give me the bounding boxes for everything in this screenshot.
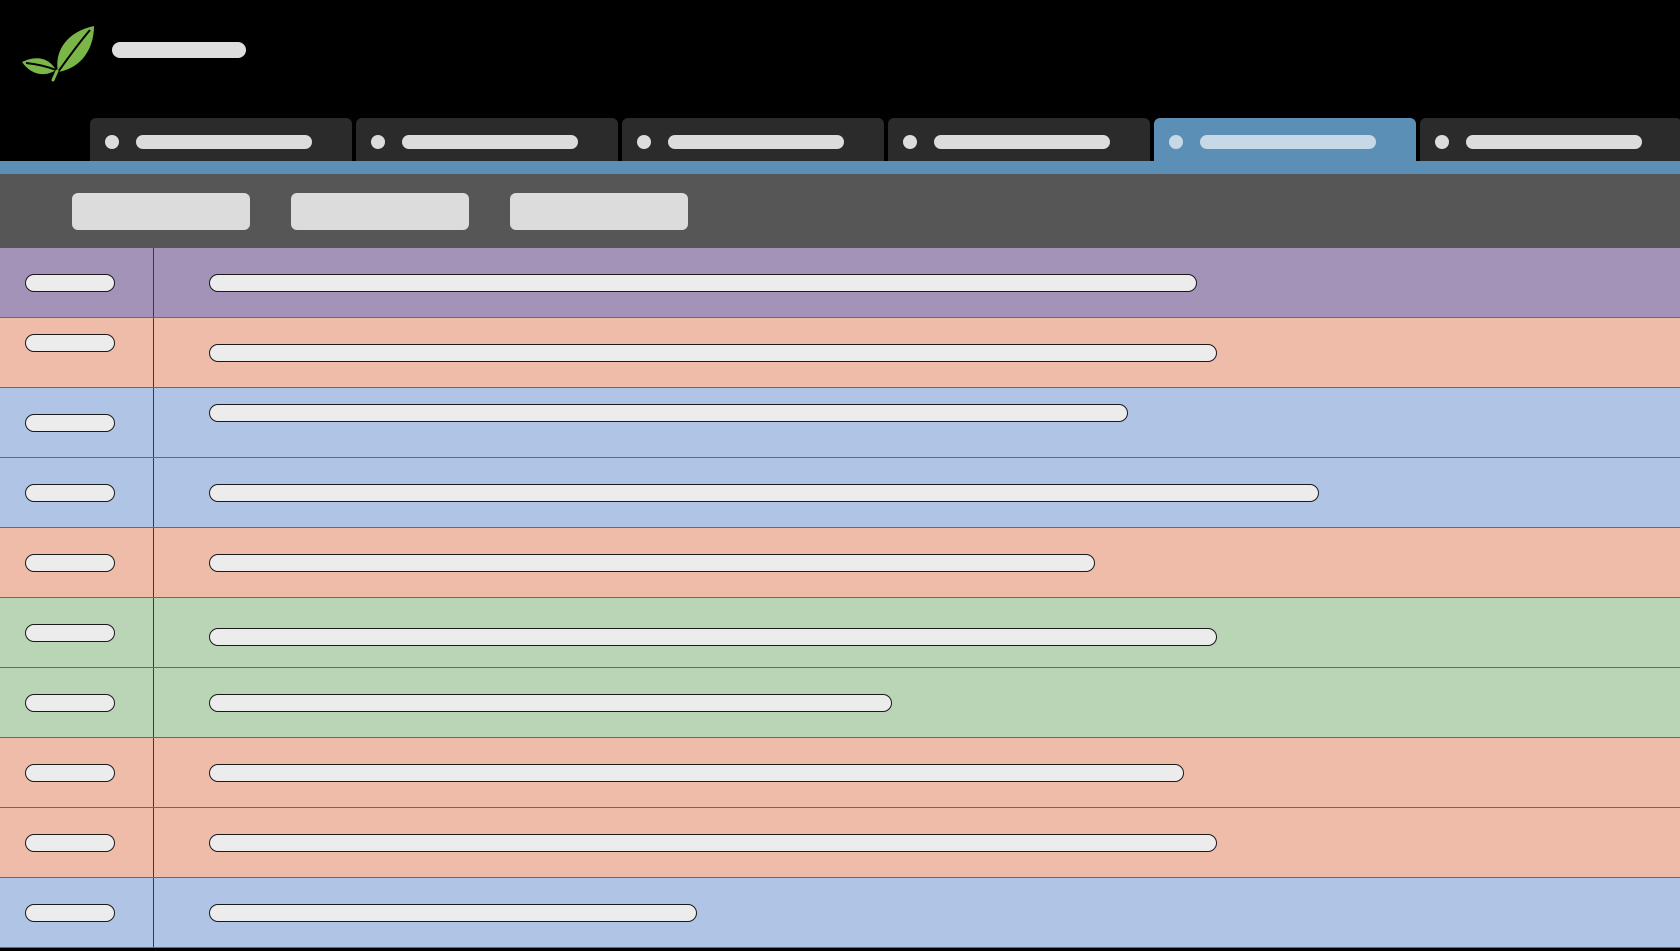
- tab-2[interactable]: [356, 118, 618, 161]
- list-item[interactable]: [0, 528, 1680, 598]
- row-text-content: [210, 629, 211, 630]
- list-item[interactable]: [0, 738, 1680, 808]
- toolbar-button-2[interactable]: [291, 193, 469, 230]
- toolbar-button-2-label: [380, 212, 381, 213]
- toolbar-button-3[interactable]: [510, 193, 688, 230]
- row-text: [209, 628, 1217, 646]
- row-tag-text: [26, 485, 27, 486]
- list-item[interactable]: [0, 808, 1680, 878]
- tab-accent-bar: [0, 161, 1680, 174]
- row-text: [209, 484, 1319, 502]
- row-text-content: [210, 765, 211, 766]
- row-tag-text: [26, 835, 27, 836]
- row-tag: [25, 554, 115, 572]
- app-header: [0, 0, 1680, 118]
- tab-label-text: [934, 135, 935, 136]
- column-divider: [153, 738, 154, 807]
- tab-6[interactable]: [1420, 118, 1680, 161]
- row-tag-text: [26, 905, 27, 906]
- column-divider: [153, 318, 154, 387]
- app-title: [112, 42, 246, 58]
- row-tag: [25, 414, 115, 432]
- row-text-content: [210, 345, 211, 346]
- tab-label-text: [1466, 135, 1467, 136]
- toolbar: [0, 174, 1680, 248]
- list-item[interactable]: [0, 458, 1680, 528]
- column-divider: [153, 878, 154, 947]
- row-tag: [25, 334, 115, 352]
- row-tag-text: [26, 625, 27, 626]
- tab-status-dot-icon: [1435, 135, 1449, 149]
- toolbar-button-1-label: [161, 212, 162, 213]
- row-tag: [25, 624, 115, 642]
- column-divider: [153, 808, 154, 877]
- row-text: [209, 904, 697, 922]
- row-text-content: [210, 555, 211, 556]
- column-divider: [153, 528, 154, 597]
- list-item[interactable]: [0, 668, 1680, 738]
- tab-status-dot-icon: [1169, 135, 1183, 149]
- row-tag: [25, 764, 115, 782]
- tab-label-text: [1200, 135, 1201, 136]
- row-text: [209, 554, 1095, 572]
- tab-status-dot-icon: [105, 135, 119, 149]
- row-tag: [25, 694, 115, 712]
- tab-1[interactable]: [90, 118, 352, 161]
- row-text-content: [210, 485, 211, 486]
- list-item[interactable]: [0, 598, 1680, 668]
- row-tag-text: [26, 335, 27, 336]
- tab-label-text: [136, 135, 137, 136]
- row-tag-text: [26, 695, 27, 696]
- row-text-content: [210, 835, 211, 836]
- row-text: [209, 694, 892, 712]
- tab-3[interactable]: [622, 118, 884, 161]
- tab-label: [136, 135, 312, 149]
- column-divider: [153, 458, 154, 527]
- tab-label: [668, 135, 844, 149]
- row-tag: [25, 834, 115, 852]
- row-text-content: [210, 275, 211, 276]
- row-tag: [25, 904, 115, 922]
- tab-label: [402, 135, 578, 149]
- column-divider: [153, 388, 154, 457]
- toolbar-button-1[interactable]: [72, 193, 250, 230]
- row-text: [209, 344, 1217, 362]
- row-text-content: [210, 405, 211, 406]
- row-tag-text: [26, 415, 27, 416]
- column-divider: [153, 248, 154, 317]
- tab-label-text: [402, 135, 403, 136]
- row-tag-text: [26, 765, 27, 766]
- tab-label-text: [668, 135, 669, 136]
- column-divider: [153, 598, 154, 667]
- row-tag: [25, 484, 115, 502]
- list-item[interactable]: [0, 388, 1680, 458]
- tab-4[interactable]: [888, 118, 1150, 161]
- tab-label: [934, 135, 1110, 149]
- column-divider: [153, 668, 154, 737]
- tab-label: [1466, 135, 1642, 149]
- toolbar-button-3-label: [599, 212, 600, 213]
- row-text: [209, 404, 1128, 422]
- row-tag-text: [26, 555, 27, 556]
- list-item[interactable]: [0, 318, 1680, 388]
- row-text-content: [210, 695, 211, 696]
- tab-5[interactable]: [1154, 118, 1416, 161]
- tab-label: [1200, 135, 1376, 149]
- row-text: [209, 274, 1197, 292]
- row-tag: [25, 274, 115, 292]
- tab-status-dot-icon: [637, 135, 651, 149]
- tab-status-dot-icon: [371, 135, 385, 149]
- tab-bar: [90, 118, 1680, 161]
- item-list: [0, 248, 1680, 951]
- row-text: [209, 834, 1217, 852]
- app-title-text: [112, 42, 113, 43]
- list-item[interactable]: [0, 248, 1680, 318]
- row-text-content: [210, 905, 211, 906]
- leaf-icon[interactable]: [20, 22, 96, 82]
- list-item[interactable]: [0, 878, 1680, 948]
- row-tag-text: [26, 275, 27, 276]
- row-text: [209, 764, 1184, 782]
- tab-status-dot-icon: [903, 135, 917, 149]
